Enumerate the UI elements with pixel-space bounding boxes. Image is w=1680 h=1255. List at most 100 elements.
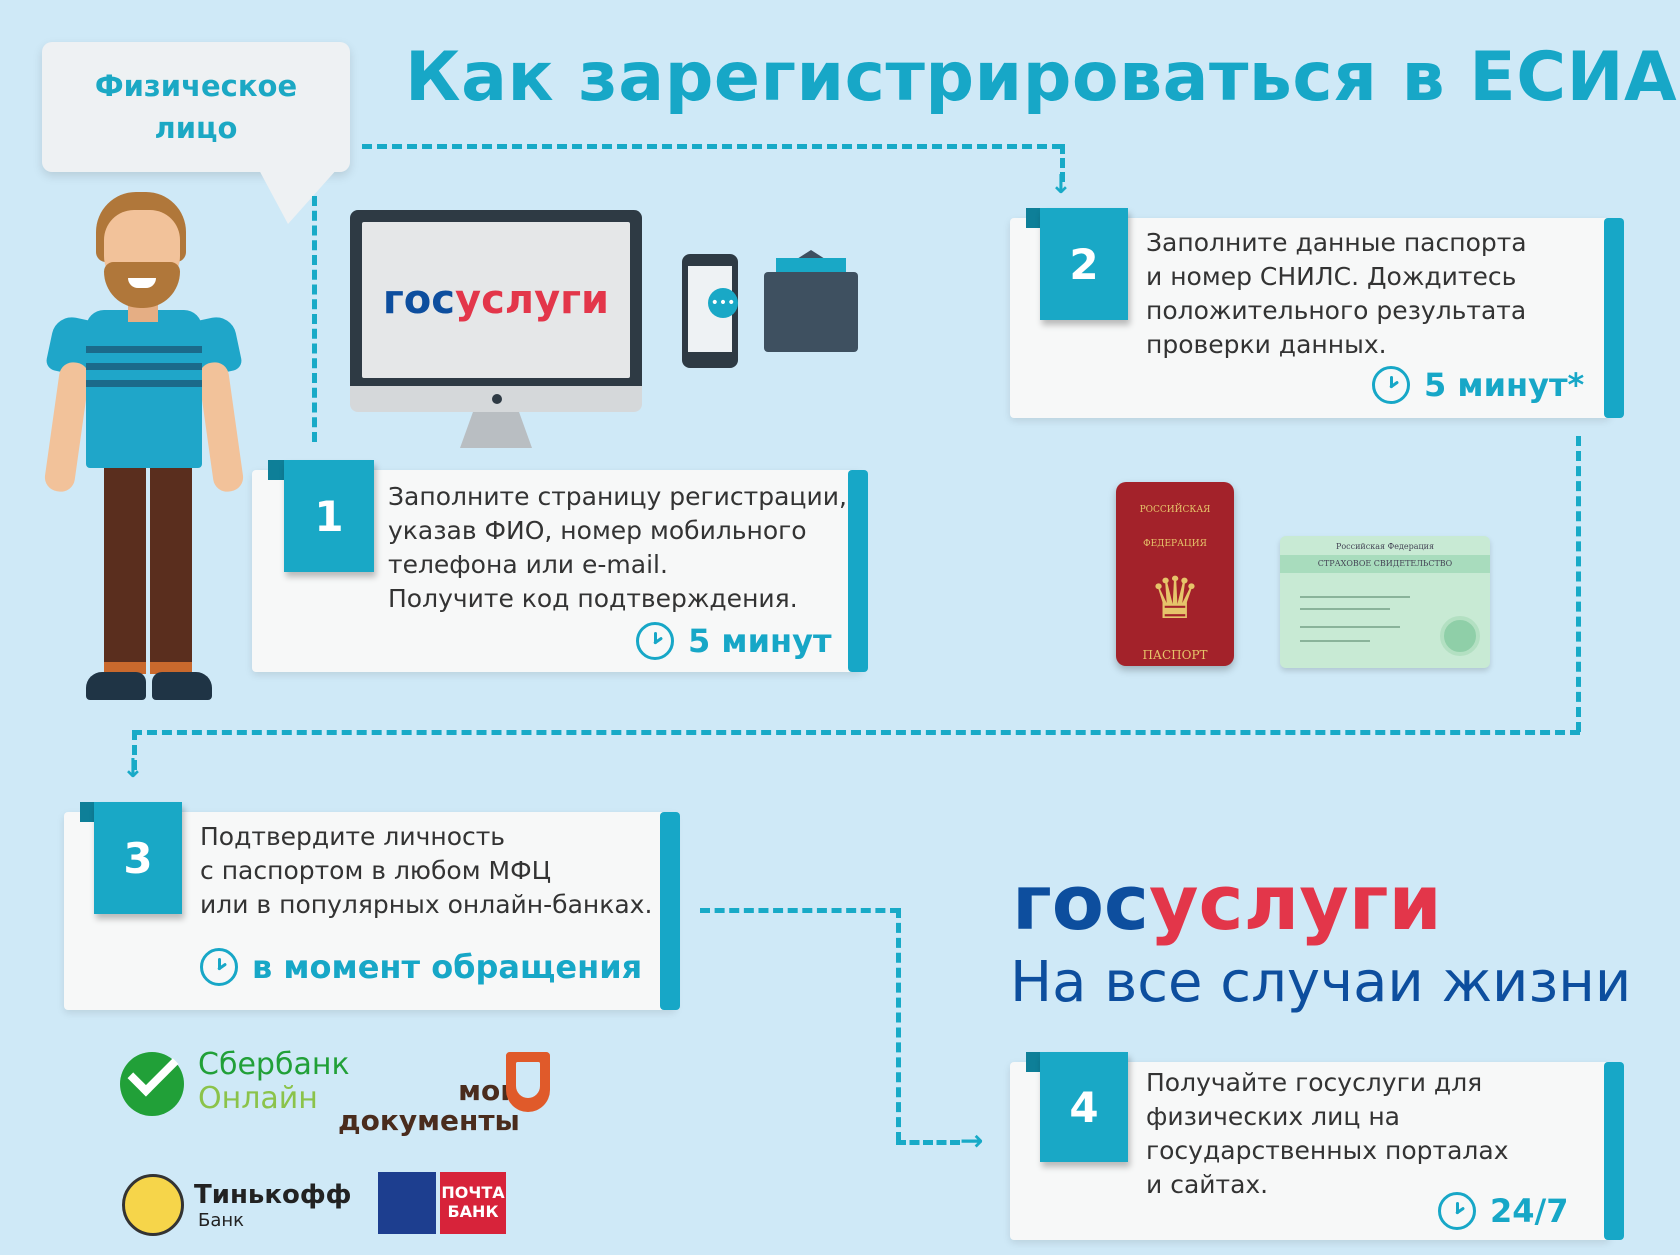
- connector-middle: [132, 730, 1580, 735]
- step-text-1: Заполните страницу регистрации, указав Ф…: [388, 480, 858, 616]
- time-label: 5 минут*: [1424, 366, 1585, 404]
- gosuslugi-logo: госуслуги: [1012, 858, 1442, 948]
- cuff: [104, 662, 146, 674]
- time-label: 24/7: [1490, 1192, 1569, 1230]
- pochta-line-2: БАНК: [447, 1202, 499, 1221]
- step-line: указав ФИО, номер мобильного: [388, 516, 807, 545]
- num-tab: [1026, 1052, 1042, 1072]
- shoe: [152, 672, 212, 700]
- card-bar: [1604, 218, 1624, 418]
- clock-icon: [636, 622, 674, 660]
- monitor-stand: [460, 412, 532, 448]
- md-line-2: документы: [338, 1104, 520, 1137]
- pochta-line-1: ПОЧТА: [441, 1183, 505, 1202]
- passport-header: РОССИЙСКАЯ: [1139, 505, 1211, 515]
- step-line: Подтвердите личность: [200, 822, 506, 851]
- monitor-screen: госуслуги: [362, 222, 630, 378]
- time-label: 5 минут: [688, 622, 832, 660]
- shoe: [86, 672, 146, 700]
- arrow-down-icon: ↓: [122, 754, 144, 784]
- step-time-1: 5 минут: [636, 622, 832, 660]
- step-text-2: Заполните данные паспорта и номер СНИЛС.…: [1146, 226, 1586, 362]
- clock-icon: [200, 948, 238, 986]
- snils-card-image: Российская Федерация СТРАХОВОЕ СВИДЕТЕЛЬ…: [1280, 536, 1490, 668]
- sberbank-logo-icon: [120, 1052, 184, 1116]
- card-bar: [848, 470, 868, 672]
- passport-label: ПАСПОРТ: [1142, 648, 1208, 662]
- moi-dokumenty-logo: мои документы: [338, 1076, 520, 1136]
- monitor-dot: [492, 394, 502, 404]
- step-time-2: 5 минут*: [1372, 366, 1584, 404]
- clock-icon: [1438, 1192, 1476, 1230]
- passport-header: ФЕДЕРАЦИЯ: [1143, 539, 1207, 549]
- logo-part-gos: гос: [1012, 858, 1149, 947]
- logo-part-uslugi: услуги: [1148, 858, 1442, 947]
- connector-middle-down: [132, 730, 137, 770]
- connector-bottom-down: [896, 908, 901, 1142]
- step-text-4: Получайте госуслуги для физических лиц н…: [1146, 1066, 1586, 1202]
- snils-title: СТРАХОВОЕ СВИДЕТЕЛЬСТВО: [1280, 555, 1490, 573]
- connector-right: [1576, 436, 1581, 732]
- seal-icon: [1440, 616, 1480, 656]
- envelope-icon: [764, 272, 858, 352]
- sber-line-2: Онлайн: [198, 1081, 318, 1116]
- step-number-1: 1: [284, 460, 374, 572]
- md-line-1: мои: [458, 1074, 520, 1107]
- step-line: государственных порталах: [1146, 1136, 1509, 1165]
- num-tab: [268, 460, 284, 480]
- chat-icon: •••: [708, 288, 738, 318]
- step-number-2: 2: [1040, 208, 1128, 320]
- role-bubble: Физическое лицо: [42, 42, 350, 172]
- shirt: [86, 310, 202, 468]
- connector-top-down: [1060, 144, 1065, 182]
- eagle-crest-icon: ♛: [1149, 564, 1201, 632]
- step-line: положительного результата: [1146, 296, 1527, 325]
- arm: [43, 360, 91, 494]
- step-text-3: Подтвердите личность с паспортом в любом…: [200, 820, 670, 922]
- step-line: и сайтах.: [1146, 1170, 1269, 1199]
- pochta-emblem-icon: [378, 1172, 436, 1234]
- step-number-3: 3: [94, 802, 182, 914]
- num-tab: [1026, 208, 1042, 228]
- slogan: На все случаи жизни: [1010, 950, 1632, 1015]
- sber-line-1: Сбербанк: [198, 1047, 350, 1082]
- arrow-right-icon: →: [960, 1124, 984, 1157]
- card-bar: [660, 812, 680, 1010]
- step-line: физических лиц на: [1146, 1102, 1401, 1131]
- step-line: Заполните страницу регистрации,: [388, 482, 847, 511]
- arrow-down-icon: ↓: [1050, 170, 1072, 200]
- arm: [197, 360, 245, 494]
- step-line: проверки данных.: [1146, 330, 1387, 359]
- leg: [104, 462, 146, 668]
- step-line: Получайте госуслуги для: [1146, 1068, 1483, 1097]
- bubble-line-1: Физическое: [94, 69, 298, 103]
- pochta-bank-logo: ПОЧТА БАНК: [440, 1172, 506, 1234]
- tinkoff-logo: Тинькофф: [194, 1180, 352, 1210]
- logo-part-gos: гос: [382, 277, 455, 323]
- page-title: Как зарегистрироваться в ЕСИА?: [405, 38, 1680, 117]
- step-line: телефона или e-mail.: [388, 550, 668, 579]
- clock-icon: [1372, 366, 1410, 404]
- connector-left: [312, 196, 317, 442]
- step-time-3: в момент обращения: [200, 948, 642, 986]
- logo-part-uslugi: услуги: [455, 277, 610, 323]
- step-line: Заполните данные паспорта: [1146, 228, 1527, 257]
- card-bar: [1604, 1062, 1624, 1240]
- bubble-tail: [258, 168, 338, 224]
- step-time-4: 24/7: [1438, 1192, 1568, 1230]
- moi-dokumenty-icon-inner: [516, 1062, 540, 1098]
- leg: [150, 462, 192, 668]
- step-number-4: 4: [1040, 1052, 1128, 1162]
- num-tab: [80, 802, 96, 822]
- connector-bottom: [700, 908, 900, 913]
- tinkoff-sub: Банк: [198, 1210, 245, 1231]
- connector-top: [362, 144, 1062, 149]
- connector-bottom-right: [896, 1140, 960, 1145]
- sberbank-online-logo: Сбербанк Онлайн: [198, 1048, 350, 1116]
- passport-image: РОССИЙСКАЯ ФЕДЕРАЦИЯ ♛ ПАСПОРТ: [1116, 482, 1234, 666]
- cuff: [150, 662, 192, 674]
- tinkoff-crest-icon: [122, 1174, 184, 1236]
- snils-header: Российская Федерация: [1335, 542, 1435, 551]
- step-line: или в популярных онлайн-банках.: [200, 890, 653, 919]
- step-line: Получите код подтверждения.: [388, 584, 798, 613]
